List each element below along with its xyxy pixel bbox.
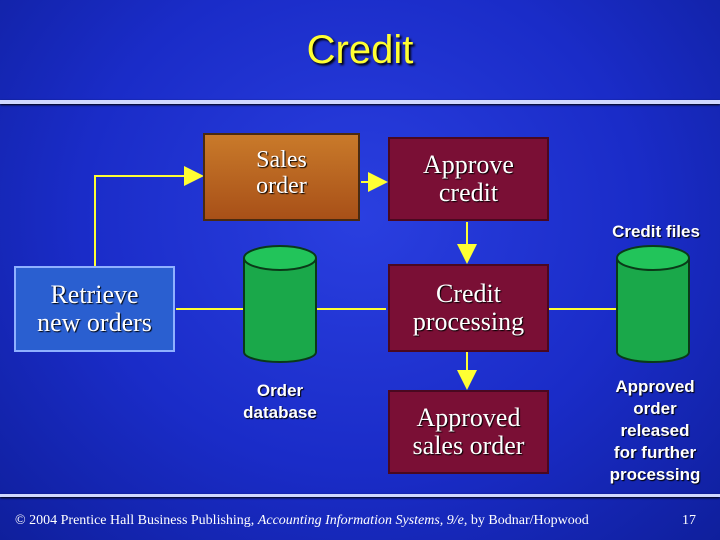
credit-files-label: Credit files <box>612 222 700 241</box>
credit-processing-process: Credit processing <box>388 264 549 352</box>
footer-book-title: Accounting Information Systems, 9/e <box>257 513 464 528</box>
approved-sales-order-process: Approved sales order <box>388 390 549 474</box>
footer-text-after: , by Bodnar/Hopwood <box>463 513 589 528</box>
footer-divider <box>0 494 720 497</box>
credit-files-cylinder <box>616 245 690 363</box>
page-number: 17 <box>682 513 696 528</box>
sales-order-document: Sales order <box>203 133 360 221</box>
order-database-label: Order database <box>243 381 317 422</box>
slide-title: Credit <box>306 28 414 72</box>
approve-credit-process: Approve credit <box>388 137 549 221</box>
footer-credit: © 2004 Prentice Hall Business Publishing… <box>15 513 589 529</box>
order-database-cylinder <box>243 245 317 363</box>
retrieve-new-orders-process: Retrieve new orders <box>14 266 175 352</box>
title-divider <box>0 100 720 104</box>
copyright-symbol: © <box>15 513 26 528</box>
footer-text-before: 2004 Prentice Hall Business Publishing, <box>25 513 258 528</box>
approved-released-label: Approved order released for further proc… <box>609 377 701 484</box>
connector-retrieve-to-sales <box>94 166 204 266</box>
